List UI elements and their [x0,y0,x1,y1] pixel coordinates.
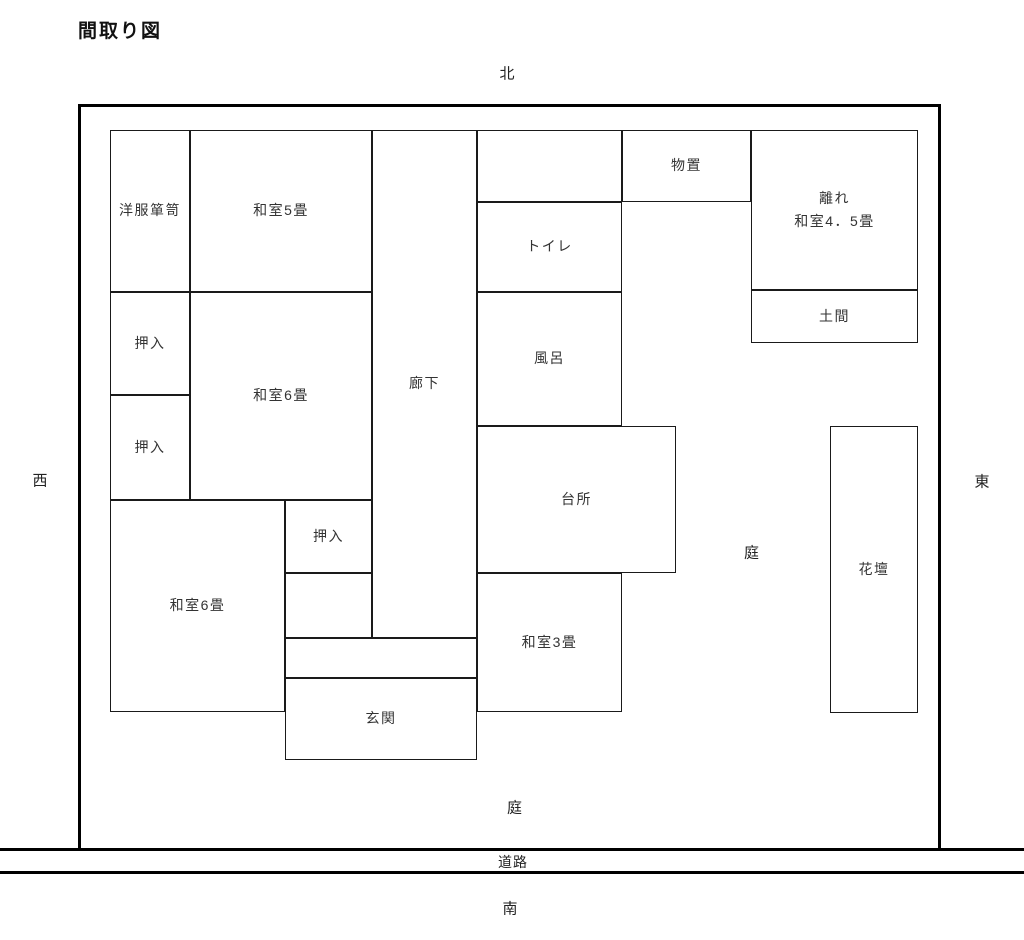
room-corridor-label: 廊下 [409,375,440,392]
room-oshiire-lower: 押入 [110,395,190,500]
room-genkan-label: 玄関 [365,710,397,727]
room-bath-label: 風呂 [534,350,565,367]
room-hanare-washitsu-45: 離れ和室4．5畳 [751,130,918,290]
room-kitchen-label: 台所 [561,490,592,507]
room-wardrobe: 洋服箪笥 [110,130,190,292]
room-washitsu-6-middle: 和室6畳 [190,292,372,500]
room-doma-label: 土間 [819,307,850,324]
page-title: 間取り図 [78,21,163,42]
room-unlabeled-below-oshiire [285,573,372,638]
room-flowerbed-label: 花壇 [858,560,890,577]
room-oshiire-bottom-label: 押入 [313,527,344,544]
compass-south-label: 南 [502,900,518,918]
room-corridor: 廊下 [372,130,477,638]
compass-north-label: 北 [499,65,515,83]
room-oshiire-upper-label: 押入 [134,334,166,351]
compass-east-label: 東 [974,473,990,491]
room-doma: 土間 [751,290,918,343]
room-washitsu-6-bottom-label: 和室6畳 [169,597,226,614]
road-label: 道路 [498,854,528,870]
road-edge-bottom [0,871,1024,874]
room-washitsu-6-middle-label: 和室6畳 [253,387,309,404]
room-storage-shed-label: 物置 [671,157,702,174]
room-washitsu-6-bottom: 和室6畳 [110,500,285,712]
room-washitsu-5-label: 和室5畳 [253,202,309,219]
road-edge-top [0,848,1024,851]
room-washitsu-3: 和室3畳 [477,573,622,712]
room-hanare-washitsu-45-label: 離れ [819,189,850,206]
room-toilet: トイレ [477,202,622,292]
room-oshiire-lower-label: 押入 [134,438,166,455]
room-kitchen: 台所 [477,426,676,573]
garden-label-east: 庭 [743,544,761,562]
room-hanare-washitsu-45-label: 和室4．5畳 [794,213,875,229]
room-unlabeled-hall-strip [285,638,477,678]
room-storage-shed: 物置 [622,130,751,202]
room-washitsu-3-label: 和室3畳 [521,633,578,650]
room-genkan: 玄関 [285,678,477,760]
room-toilet-label: トイレ [526,238,573,255]
garden-label-south: 庭 [506,799,524,817]
room-flowerbed: 花壇 [830,426,918,713]
room-wardrobe-label: 洋服箪笥 [119,202,181,219]
room-unlabeled-above-toilet [477,130,622,202]
room-oshiire-bottom: 押入 [285,500,372,573]
room-washitsu-5: 和室5畳 [190,130,372,292]
room-oshiire-upper: 押入 [110,292,190,395]
property-boundary [78,104,941,851]
compass-west-label: 西 [32,472,48,490]
room-bath: 風呂 [477,292,622,426]
